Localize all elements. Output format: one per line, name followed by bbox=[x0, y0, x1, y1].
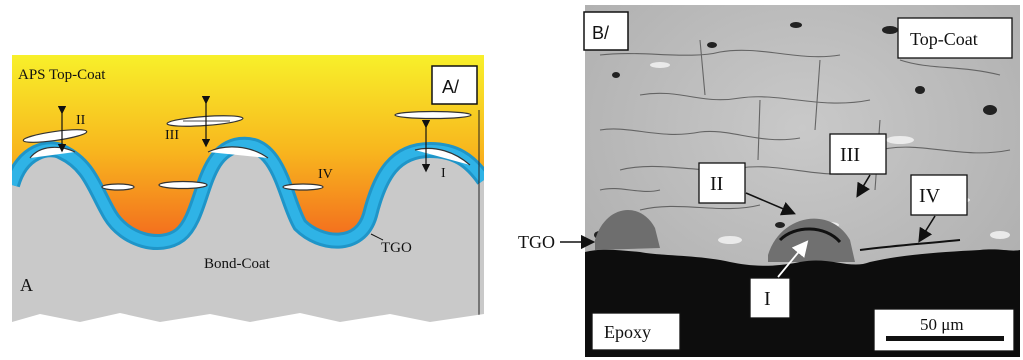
panel-a-label-box bbox=[431, 65, 478, 105]
crack-box-iii bbox=[829, 133, 887, 175]
epoxy-box bbox=[591, 312, 681, 351]
crack-box-ii bbox=[698, 162, 746, 204]
crack-box-iv bbox=[910, 174, 968, 216]
tgo-label-b: TGO bbox=[518, 232, 555, 252]
crack-label-iv-a: IV bbox=[318, 167, 333, 182]
crack-label-iv-b: IV bbox=[919, 185, 941, 207]
sem-tgo-right bbox=[768, 218, 855, 262]
crack-label-ii-b: II bbox=[710, 173, 723, 195]
crack-lenses bbox=[22, 110, 472, 191]
scale-bar-label: 50 μm bbox=[920, 315, 964, 334]
panel-a-label: A/ bbox=[442, 77, 459, 97]
crack-iv-lens-mid bbox=[158, 180, 208, 190]
crack-label-i-a: I bbox=[441, 166, 446, 181]
epoxy-label: Epoxy bbox=[604, 322, 651, 342]
crack-iv-lens-left bbox=[101, 183, 135, 191]
panel-a-schematic bbox=[12, 55, 484, 322]
panel-a-corner-label: A bbox=[20, 275, 33, 295]
crack-label-iii-b: III bbox=[840, 144, 860, 166]
crack-label-i-b: I bbox=[764, 288, 771, 310]
scale-bar bbox=[886, 336, 1004, 341]
scale-bar-box bbox=[873, 308, 1015, 352]
tgo-label-a: TGO bbox=[381, 240, 412, 256]
bond-coat-region bbox=[12, 144, 484, 322]
sem-tgo-left bbox=[595, 209, 660, 250]
crack-i-lens bbox=[394, 110, 472, 120]
crack-label-iii-a: III bbox=[165, 128, 179, 143]
top-coat-label-b: Top-Coat bbox=[910, 29, 978, 49]
bottom-wavy-edge bbox=[12, 313, 484, 322]
bond-coat-label: Bond-Coat bbox=[204, 256, 271, 272]
crack-iv-lens-right bbox=[282, 183, 324, 191]
panel-b-label: B/ bbox=[592, 23, 609, 43]
panel-b-label-box bbox=[583, 11, 629, 51]
stress-arrows bbox=[57, 96, 431, 173]
top-coat-box bbox=[897, 17, 1013, 59]
crack-box-i bbox=[749, 277, 791, 319]
top-coat-label: APS Top-Coat bbox=[18, 67, 106, 83]
crack-ii-lens bbox=[22, 129, 88, 143]
crack-label-ii-a: II bbox=[76, 113, 86, 128]
